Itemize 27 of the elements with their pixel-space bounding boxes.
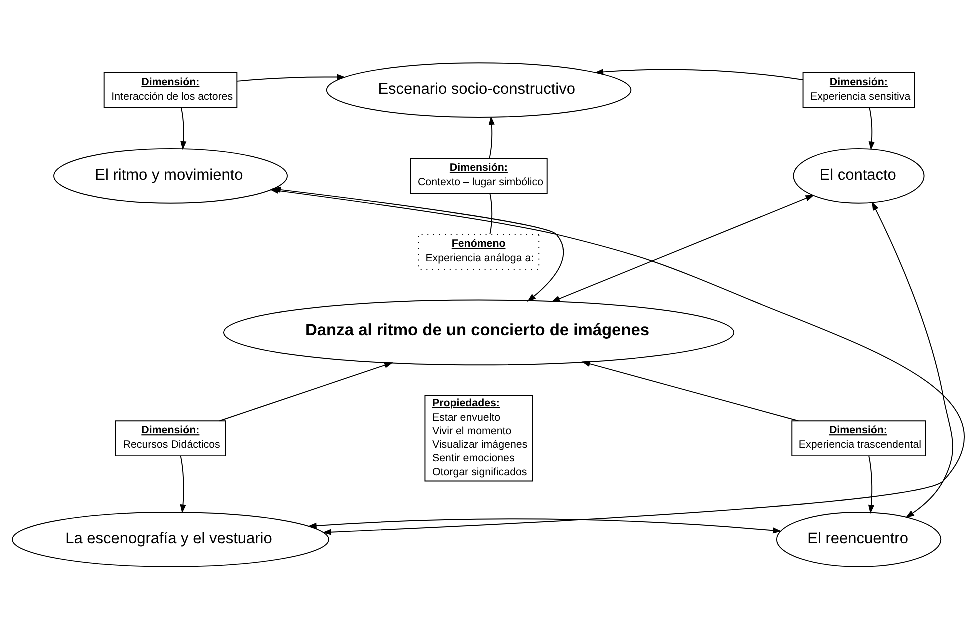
node-box: Propiedades: Estar envuelto Vivir el momento Visualizar imágenes Sentir emociones Otorgar significados	[424, 395, 534, 482]
node-box: Dimensión: Experiencia trascendental	[792, 420, 926, 457]
arrow	[180, 456, 186, 514]
arrow	[308, 518, 782, 534]
node-box: Dimensión: Recursos Didácticos	[116, 420, 226, 457]
connector	[490, 193, 493, 235]
arrow	[594, 69, 804, 80]
arrow	[872, 202, 954, 518]
node-box: Dimensión: Experiencia sensitiva	[802, 72, 916, 108]
node-ellipse: Escenario socio-constructivo	[326, 62, 632, 118]
arrow	[236, 74, 346, 82]
node-box: Dimensión: Contexto – lugar simbólico	[410, 158, 548, 194]
node-ellipse: El contacto	[793, 148, 925, 204]
node-box: Dimensión: Interacción de los actores	[104, 72, 238, 108]
arrow	[868, 107, 875, 151]
node-ellipse: El ritmo y movimiento	[54, 148, 288, 204]
arrow	[582, 361, 800, 422]
node-box: Fenómeno Experiencia análoga a:	[418, 234, 540, 270]
arrow	[551, 195, 815, 302]
node-ellipse: El reencuentro	[776, 512, 942, 568]
arrow	[868, 456, 875, 514]
node-ellipse: La escenografía y el vestuario	[12, 512, 330, 568]
node-ellipse: Danza al ritmo de un concierto de imágenes	[224, 300, 735, 366]
arrow	[180, 107, 187, 150]
arrow	[488, 116, 495, 160]
arrow	[272, 186, 564, 302]
arrow	[219, 362, 394, 422]
